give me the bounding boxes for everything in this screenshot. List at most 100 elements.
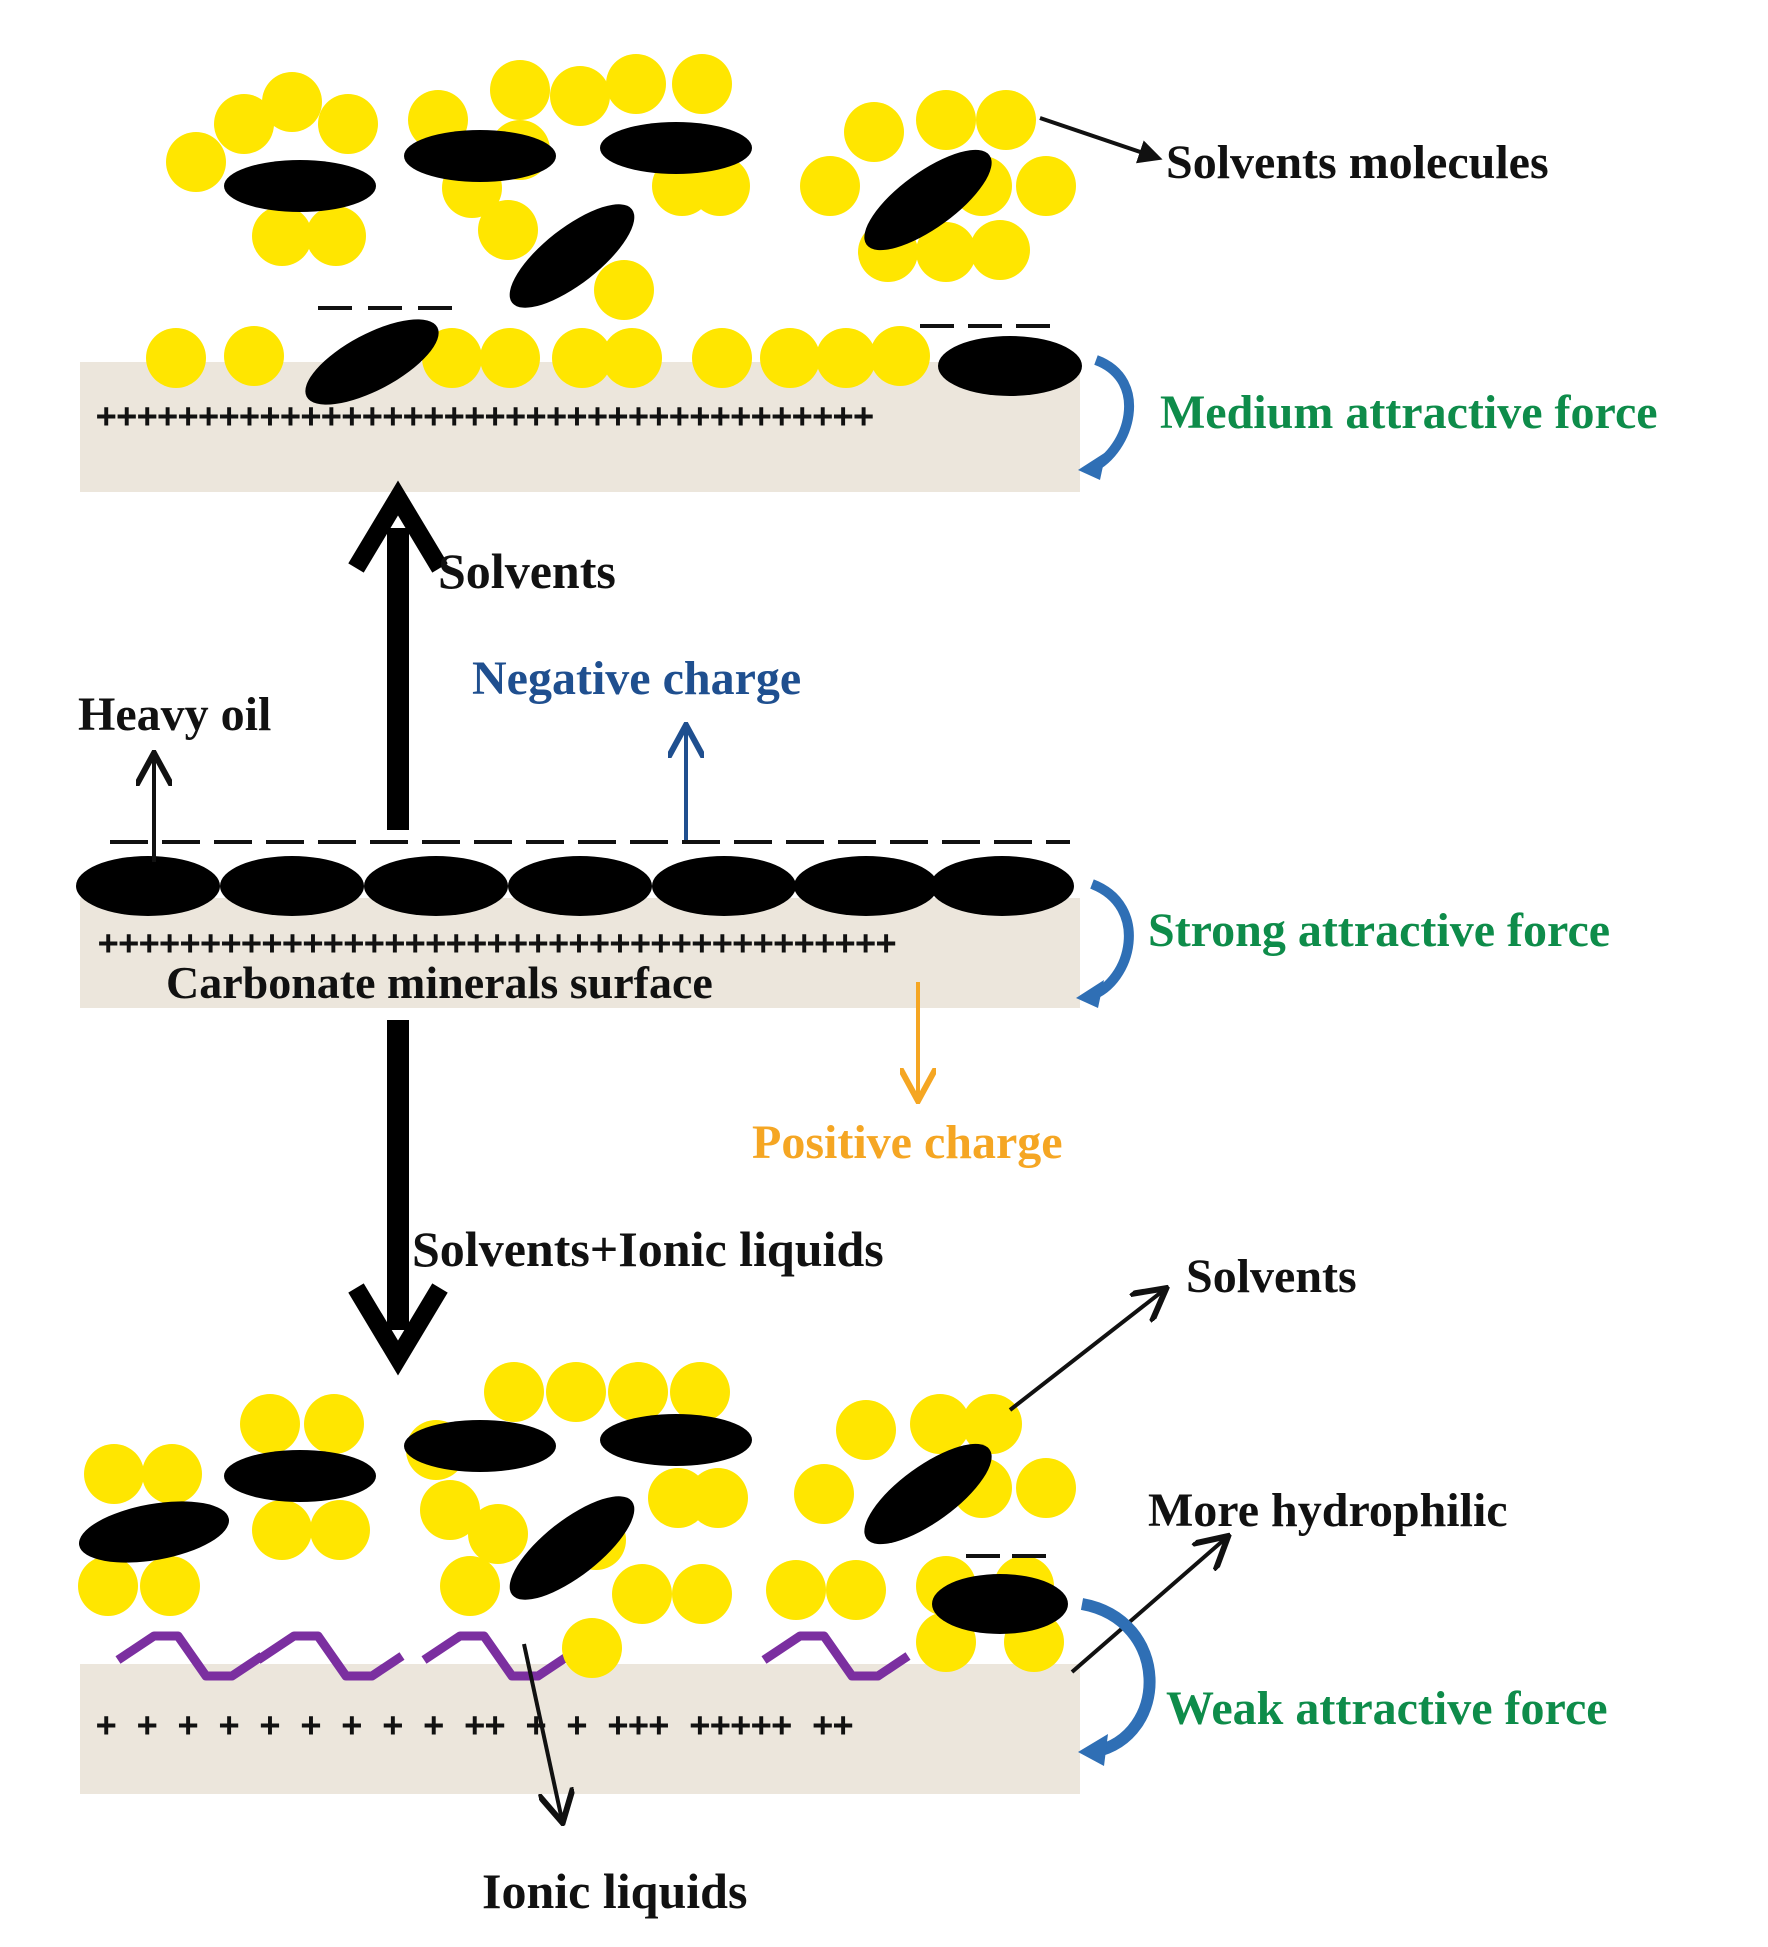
heavy-oil-molecule bbox=[794, 856, 938, 916]
heavy-oil-molecule bbox=[224, 160, 376, 212]
solvent-molecule bbox=[166, 132, 226, 192]
solvent-molecule bbox=[672, 54, 732, 114]
solvent-molecule bbox=[252, 1500, 312, 1560]
top-solvent-group bbox=[146, 54, 1076, 388]
solvent-molecule bbox=[836, 1400, 896, 1460]
solvent-molecule bbox=[480, 328, 540, 388]
solvent-molecule bbox=[484, 1362, 544, 1422]
solvents-molecules-pointer bbox=[1039, 116, 1163, 164]
solvent-molecule bbox=[870, 326, 930, 386]
heavy-oil-molecule bbox=[938, 336, 1082, 396]
solvent-molecule bbox=[760, 328, 820, 388]
bottom-plus-row: + + + + + + + + + ++ + + +++ +++++ ++ bbox=[96, 1705, 853, 1745]
solvent-molecule bbox=[766, 1560, 826, 1620]
top-plus-row: ++++++++++++++++++++++++++++++++++++++ bbox=[96, 396, 874, 436]
solvent-molecule bbox=[1016, 156, 1076, 216]
bottom-oil-group bbox=[78, 1414, 1068, 1634]
heavy-oil-molecule bbox=[78, 1501, 230, 1563]
hydrophilic-pointer bbox=[1070, 1538, 1226, 1674]
solvent-molecule bbox=[916, 222, 976, 282]
heavy-oil-molecule bbox=[305, 319, 439, 405]
ionic-liquid-molecule bbox=[761, 1631, 911, 1681]
solvent-molecule bbox=[670, 1362, 730, 1422]
label-solvents-bottom: Solvents bbox=[1186, 1250, 1357, 1303]
medium-force-arrowhead bbox=[1078, 452, 1106, 480]
solvent-molecule bbox=[318, 94, 378, 154]
solvent-molecule bbox=[970, 220, 1030, 280]
solvent-molecule bbox=[84, 1444, 144, 1504]
label-solvents-il: Solvents+Ionic liquids bbox=[412, 1221, 884, 1277]
solvent-molecule bbox=[594, 260, 654, 320]
solvent-molecule bbox=[490, 60, 550, 120]
heavy-oil-molecule bbox=[364, 856, 508, 916]
ionic-liquid-molecule bbox=[115, 1631, 265, 1681]
bottom-panel: + + + + + + + + + ++ + + +++ +++++ ++ bbox=[78, 1250, 1608, 1919]
solvent-molecule bbox=[608, 1362, 668, 1422]
middle-oil-layer bbox=[76, 856, 1074, 916]
heavy-oil-molecule bbox=[404, 1420, 556, 1472]
label-strong-force: Strong attractive force bbox=[1148, 904, 1610, 957]
solvent-molecule bbox=[310, 1500, 370, 1560]
solvents-pointer bbox=[1008, 1290, 1164, 1412]
heavy-oil-molecule bbox=[600, 122, 752, 174]
solvent-molecule bbox=[692, 328, 752, 388]
solvent-molecule bbox=[262, 72, 322, 132]
solvent-molecule bbox=[816, 328, 876, 388]
heavy-oil-molecule bbox=[224, 1450, 376, 1502]
solvent-molecule bbox=[612, 1564, 672, 1624]
solvent-molecule bbox=[826, 1560, 886, 1620]
arrow-up-head bbox=[348, 480, 448, 573]
middle-panel: +++++++++++++++++++++++++++++++++++++++ … bbox=[76, 652, 1610, 1169]
label-ionic-liquids: Ionic liquids bbox=[482, 1863, 747, 1919]
label-carbonate-surface: Carbonate minerals surface bbox=[166, 957, 713, 1008]
heavy-oil-molecule bbox=[864, 149, 992, 251]
weak-force-arrowhead bbox=[1078, 1734, 1108, 1766]
solvent-molecule bbox=[976, 90, 1036, 150]
center-transitions: Solvents Solvents+Ionic liquids bbox=[348, 480, 884, 1376]
weak-force-arrow bbox=[1080, 1598, 1156, 1758]
label-negative-charge: Negative charge bbox=[472, 652, 801, 705]
medium-force-arrow bbox=[1089, 355, 1135, 473]
solvent-molecule bbox=[146, 328, 206, 388]
heavy-oil-molecule bbox=[509, 204, 635, 308]
solvent-molecule bbox=[910, 1394, 970, 1454]
bottom-surface bbox=[80, 1664, 1080, 1794]
strong-force-arrowhead bbox=[1076, 980, 1104, 1008]
solvent-molecule bbox=[440, 1556, 500, 1616]
solvent-molecule bbox=[1016, 1458, 1076, 1518]
solvent-molecule bbox=[420, 1480, 480, 1540]
heavy-oil-molecule bbox=[76, 856, 220, 916]
top-oil-group bbox=[224, 122, 1082, 405]
solvent-molecule bbox=[306, 206, 366, 266]
solvent-molecule bbox=[78, 1556, 138, 1616]
heavy-oil-molecule bbox=[220, 856, 364, 916]
label-heavy-oil: Heavy oil bbox=[78, 688, 271, 741]
solvent-molecule bbox=[602, 328, 662, 388]
solvent-molecule bbox=[688, 1468, 748, 1528]
solvent-molecule bbox=[800, 156, 860, 216]
solvent-molecule bbox=[794, 1464, 854, 1524]
solvent-molecule bbox=[304, 1394, 364, 1454]
top-panel: ++++++++++++++++++++++++++++++++++++++ bbox=[80, 54, 1658, 492]
solvent-molecule bbox=[672, 1564, 732, 1624]
solvent-molecule bbox=[478, 200, 538, 260]
strong-force-arrow bbox=[1088, 879, 1134, 1001]
solvent-molecule bbox=[468, 1504, 528, 1564]
solvent-molecule bbox=[552, 328, 612, 388]
solvent-molecule bbox=[550, 66, 610, 126]
heavy-oil-molecule bbox=[600, 1414, 752, 1466]
label-solvents-molecules: Solvents molecules bbox=[1166, 136, 1549, 189]
top-negative-dashes bbox=[318, 306, 1050, 328]
solvent-molecule bbox=[252, 206, 312, 266]
middle-plus-row: +++++++++++++++++++++++++++++++++++++++ bbox=[98, 923, 896, 963]
label-more-hydrophilic: More hydrophilic bbox=[1148, 1484, 1508, 1537]
solvent-molecule bbox=[562, 1618, 622, 1678]
ionic-liquid-molecule bbox=[421, 1631, 571, 1681]
label-weak-force: Weak attractive force bbox=[1166, 1682, 1608, 1735]
ionic-liquid-group bbox=[115, 1631, 911, 1681]
label-solvents-up: Solvents bbox=[438, 543, 616, 599]
solvent-molecule bbox=[140, 1556, 200, 1616]
solvent-molecule bbox=[240, 1394, 300, 1454]
